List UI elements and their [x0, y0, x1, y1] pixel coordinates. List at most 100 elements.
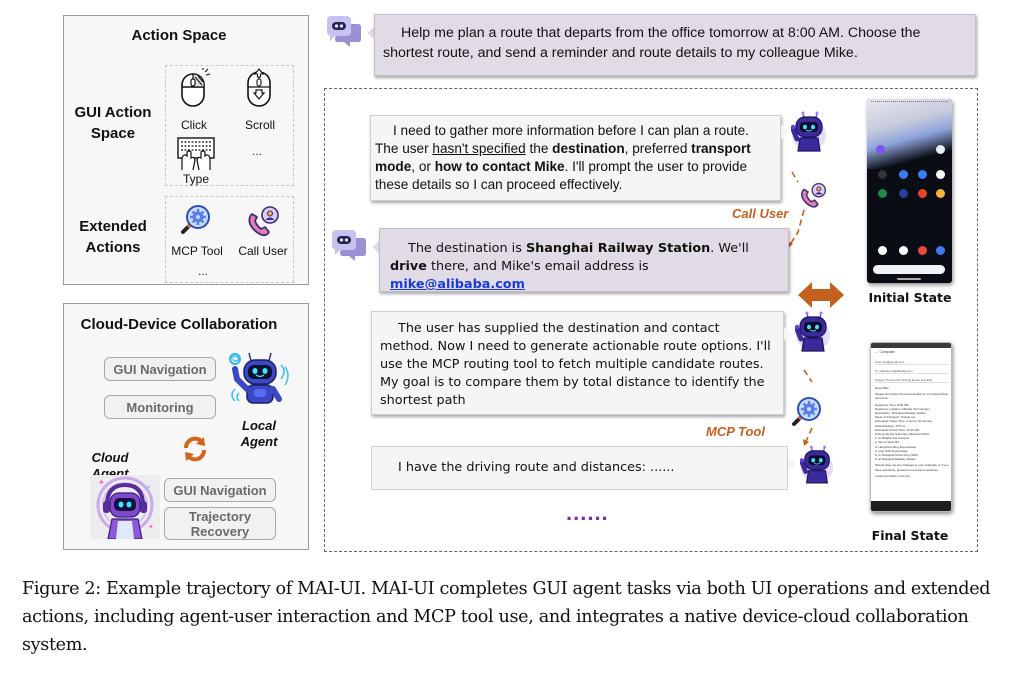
reply-bold-destination: Shanghai Railway Station: [525, 241, 711, 256]
email-body-line: 3. Hangzhou Ring Expressway: [875, 444, 917, 449]
trajectory-region: [324, 88, 978, 552]
step3-bubble-tail: [788, 457, 796, 471]
mcp-tool-label: MCP Tool: [706, 424, 765, 439]
final-state-phone: ← Compose From test@gmail.com To mikeali…: [870, 342, 952, 512]
scroll-action-label: Scroll: [244, 118, 275, 132]
call-user-tool-icon: [801, 182, 827, 208]
continuation-dots: ......: [566, 500, 609, 525]
double-arrow-icon: [798, 282, 844, 308]
email-to: To mikealione@alibaba.com: [875, 369, 949, 374]
google-search-bar: [873, 265, 945, 274]
email-body-line: 1. at Alibaba Xixi Campus: [875, 436, 910, 441]
action-space-title: Action Space: [131, 27, 227, 44]
svg-text:✦: ✦: [148, 523, 154, 531]
compose-title: Compose: [879, 350, 895, 354]
gui-action-group: [165, 65, 294, 186]
app-grid: [867, 99, 952, 283]
call-user-icon: [248, 206, 279, 237]
mouse-click-icon: [181, 68, 211, 107]
email-body-line: Dear Mike,: [875, 386, 890, 390]
app-icon-clock: [918, 170, 927, 179]
cloud-device-collaboration-panel: Cloud-Device Collaboration GUI Navigatio…: [63, 303, 309, 550]
initial-state-phone: [867, 99, 952, 283]
compose-header: ← Compose: [875, 350, 895, 354]
collaboration-title: Cloud-Device Collaboration: [80, 316, 278, 333]
extended-action-more: ...: [198, 264, 209, 278]
local-task-gui-navigation: GUI Navigation: [104, 357, 216, 381]
gui-action-more: ...: [252, 144, 263, 158]
agent-robot-avatar-1: [791, 111, 827, 153]
dock-app-icon: [878, 246, 887, 255]
email-subject-value: Tomorrow's Driving Route and ETA: [885, 378, 933, 382]
action-space-panel: Action Space GUI Action Space Click Scro…: [63, 15, 309, 285]
step2-bubble-tail: [784, 327, 792, 341]
step1-bold-transport: transport mode: [375, 141, 751, 174]
app-icon-mail: [878, 170, 887, 179]
user-reply-bubble: The destination is Shanghai Railway Stat…: [379, 228, 789, 292]
email-from-value: test@gmail.com: [882, 360, 905, 364]
email-body-line: 4. onto G60 Expressway: [875, 448, 908, 453]
nav-bar: [871, 501, 951, 511]
email-subject: Subject Tomorrow's Driving Route and ETA: [875, 378, 949, 383]
email-body-line: Should there be any changes to your sche…: [875, 463, 949, 472]
email-body-line: 2. Wenyi West Rd: [875, 440, 899, 445]
reply-text-2: . We'll: [710, 241, 749, 256]
user-reply-bubble-tail: [372, 241, 379, 253]
email-body-line: Estimated Arrival Time: 10:10 AM: [875, 427, 920, 432]
email-from: From test@gmail.com: [875, 360, 949, 365]
reply-text-1: The destination is: [408, 241, 526, 256]
cloud-task-gui-navigation: GUI Navigation: [164, 478, 276, 502]
dock-app-icon: [936, 246, 945, 255]
user-request-bubble: Help me plan a route that departs from t…: [374, 14, 976, 76]
user-chat-icon: [327, 16, 361, 47]
email-body-line: Total Distance: 176 km: [875, 423, 906, 428]
agent-step3-bubble: I have the driving route and distances: …: [371, 446, 788, 490]
step1-text-2: the: [525, 141, 553, 156]
click-action-label: Click: [181, 118, 207, 132]
user-request-bubble-tail: [367, 27, 374, 39]
initial-state-label: Initial State: [868, 290, 952, 305]
gui-action-space-label: GUI Action Space: [74, 104, 152, 142]
call-user-tool-label: Call User: [732, 206, 789, 221]
step1-text-4: , or: [411, 159, 435, 174]
status-bar: [871, 343, 951, 348]
app-icon-gallery: [936, 189, 945, 198]
email-body-line: Primary Route Summary (Shortest Path):: [875, 432, 930, 437]
agent-step2-bubble: The user has supplied the destination an…: [371, 311, 784, 415]
mcp-tool-action-label: MCP Tool: [171, 244, 223, 258]
svg-text:✦: ✦: [98, 478, 105, 487]
email-body-line: Estimated Travel Time: 2 hours 10 minute…: [875, 419, 932, 424]
email-body-line: Looking forward to the trip.: [875, 473, 911, 478]
step1-text-3: , preferred: [624, 141, 692, 156]
trajectory-recovery-label: Trajectory Recovery: [188, 508, 252, 539]
final-state-label: Final State: [871, 528, 949, 543]
user-chat-icon-2: [332, 230, 366, 261]
keyboard-typing-icon: [177, 137, 215, 171]
email-body-line: Mode of Transport: Private car: [875, 415, 916, 420]
sync-arrows-icon: [184, 436, 206, 462]
app-icon-watermark: [899, 189, 908, 198]
email-to-value: mikealione@alibaba.com: [879, 369, 913, 373]
step1-underlined: hasn't specified: [432, 141, 526, 156]
app-icon-maps: [936, 170, 945, 179]
user-request-text: Help me plan a route that departs from t…: [383, 25, 921, 61]
local-task-monitoring: Monitoring: [104, 395, 216, 419]
mike-email-link[interactable]: mike@alibaba.com: [390, 277, 525, 292]
extended-actions-label: Extended Actions: [79, 218, 147, 256]
wallpaper: [867, 99, 952, 169]
local-agent-robot-icon: [229, 352, 289, 404]
email-body-line: Destination: Shanghai Railway Station: [875, 411, 926, 416]
email-body-line: Departure Time: 8:00 AM: [875, 402, 909, 407]
mcp-tool-trajectory-icon: [792, 397, 821, 426]
app-icon-files: [899, 170, 908, 179]
reply-bold-drive: drive: [390, 259, 427, 274]
step1-bold-destination: destination: [552, 141, 625, 156]
dock-app-icon: [899, 246, 908, 255]
type-action-label: Type: [182, 172, 209, 186]
mouse-scroll-icon: [247, 68, 271, 107]
svg-text:✦: ✦: [146, 484, 151, 491]
status-bar: [871, 101, 948, 104]
step1-bubble-tail: [781, 125, 789, 139]
reply-text-3: there, and Mike's email address is: [426, 259, 649, 274]
app-icon-spreadsheet: [936, 145, 945, 154]
